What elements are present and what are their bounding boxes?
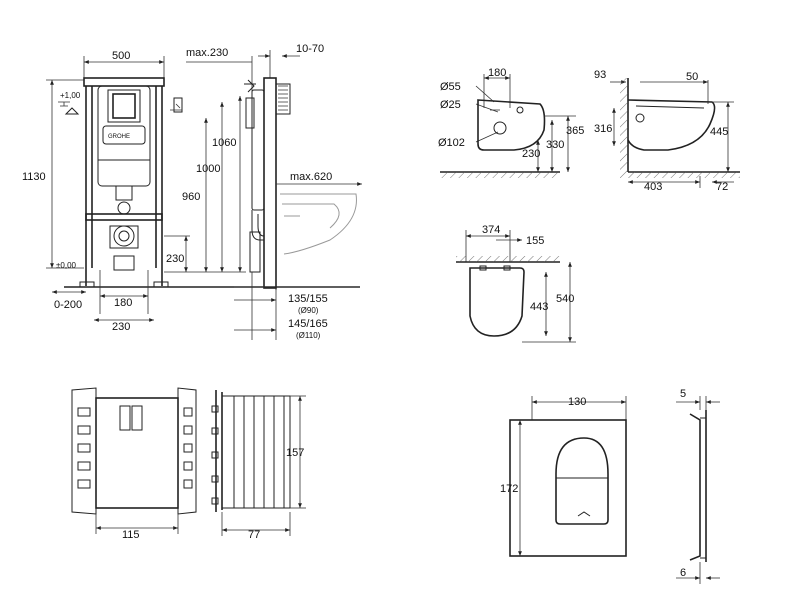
dim-180-bowl: 180 — [488, 67, 506, 79]
pipe-d90: (Ø90) — [298, 306, 319, 315]
dim-d55: Ø55 — [440, 81, 461, 93]
pipe-d110: (Ø110) — [296, 331, 321, 340]
level-zero: ±0,00 — [56, 261, 77, 270]
dim-10-70: 10-70 — [296, 43, 324, 55]
dim-135-155: 135/155 — [288, 293, 328, 305]
dim-365: 365 — [566, 125, 584, 137]
dim-500: 500 — [112, 50, 130, 62]
seat-plan-view: 374 155 443 540 — [456, 224, 576, 343]
dim-316: 316 — [594, 123, 612, 135]
dim-77: 77 — [248, 529, 260, 541]
dim-72: 72 — [716, 181, 728, 193]
dim-230-height: 230 — [166, 253, 184, 265]
dim-6: 6 — [680, 567, 686, 579]
cover-front-view: 115 — [71, 387, 197, 541]
dim-1000: 1000 — [196, 163, 220, 175]
dim-93: 93 — [594, 69, 606, 81]
dim-d102: Ø102 — [438, 137, 465, 149]
bowl-section-view: Ø55 Ø25 Ø102 180 365 330 230 — [438, 67, 584, 178]
dim-330: 330 — [546, 139, 564, 151]
level-plus-1: +1,00 — [60, 91, 81, 100]
dim-155: 155 — [526, 235, 544, 247]
dim-d25: Ø25 — [440, 99, 461, 111]
dim-443: 443 — [530, 301, 548, 313]
dim-172: 172 — [500, 483, 518, 495]
flush-plate-side: 5 6 — [676, 388, 720, 584]
dim-230: 230 — [112, 321, 130, 333]
dim-374: 374 — [482, 224, 500, 236]
dim-0-200: 0-200 — [54, 299, 82, 311]
brand-logo: GROHE — [108, 134, 130, 140]
dim-230-bowl: 230 — [522, 148, 540, 160]
dim-1130: 1130 — [22, 171, 46, 183]
dim-50: 50 — [686, 71, 698, 83]
flush-plate-front: 130 172 — [500, 396, 627, 557]
dim-445: 445 — [710, 126, 728, 138]
dim-960: 960 — [182, 191, 200, 203]
bowl-side-view: 93 50 316 445 403 72 — [594, 69, 740, 193]
dim-180: 180 — [114, 297, 132, 309]
frame-side-view: max.230 10-70 max.620 135/155 (Ø90) 145/… — [186, 43, 362, 340]
dim-540: 540 — [556, 293, 574, 305]
dim-5: 5 — [680, 388, 686, 400]
dim-max-230: max.230 — [186, 47, 228, 59]
dim-157: 157 — [286, 447, 304, 459]
dim-145-165: 145/165 — [288, 318, 328, 330]
cover-side-view: 157 77 — [211, 390, 306, 541]
frame-front-view: 500 GROHE 1130 +1,00 — [22, 50, 360, 333]
dim-max-620: max.620 — [290, 171, 332, 183]
dim-130: 130 — [568, 396, 586, 408]
dim-1060: 1060 — [212, 137, 236, 149]
dim-115: 115 — [122, 529, 140, 541]
dim-403: 403 — [644, 181, 662, 193]
